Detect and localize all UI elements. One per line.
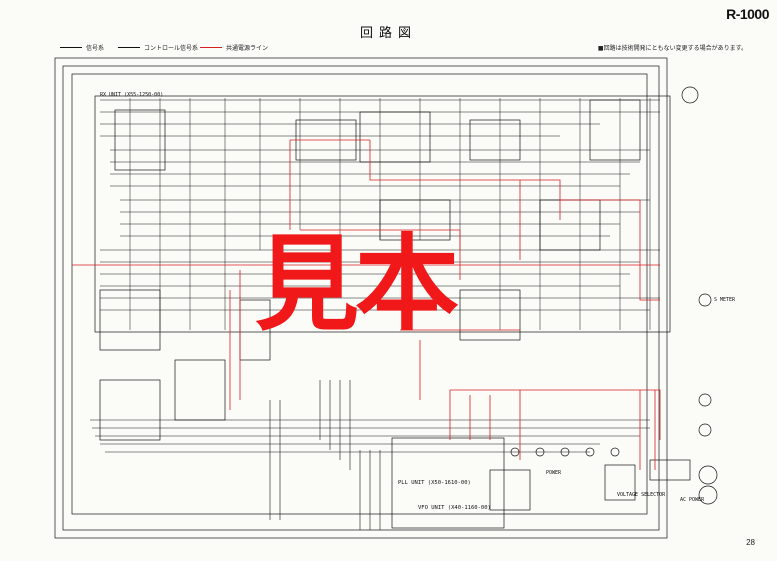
legend-signal-label: 信号系 <box>86 45 105 52</box>
vfo-unit-label: VFO UNIT (X40-1160-00) <box>418 505 491 511</box>
legend-control: コントロール信号系 <box>118 43 198 52</box>
s-meter-label: S METER <box>714 297 736 303</box>
page-number: 28 <box>746 538 755 547</box>
sample-watermark: 見本 <box>255 223 459 345</box>
ac-power-label: AC POWER <box>680 497 705 503</box>
page-title: 回路図 <box>359 26 417 41</box>
legend-power: 共通電源ライン <box>200 43 268 52</box>
voltage-selector-label: VOLTAGE SELECTOR <box>617 492 666 498</box>
pll-unit-label: PLL UNIT (X50-1610-00) <box>398 480 471 486</box>
legend-control-line <box>118 47 140 48</box>
legend-signal-line <box>60 47 82 48</box>
legend-power-line <box>200 47 222 48</box>
model-name: R-1000 <box>726 6 769 22</box>
legend-control-label: コントロール信号系 <box>144 45 199 52</box>
legend-power-label: 共通電源ライン <box>226 45 269 52</box>
power-label: POWER <box>546 470 562 476</box>
rx-unit-label: RX UNIT (X55-1250-00) <box>100 92 164 98</box>
legend-signal: 信号系 <box>60 43 104 52</box>
revision-note: ■回路は技術開発にともない変更する場合があります。 <box>597 45 747 52</box>
